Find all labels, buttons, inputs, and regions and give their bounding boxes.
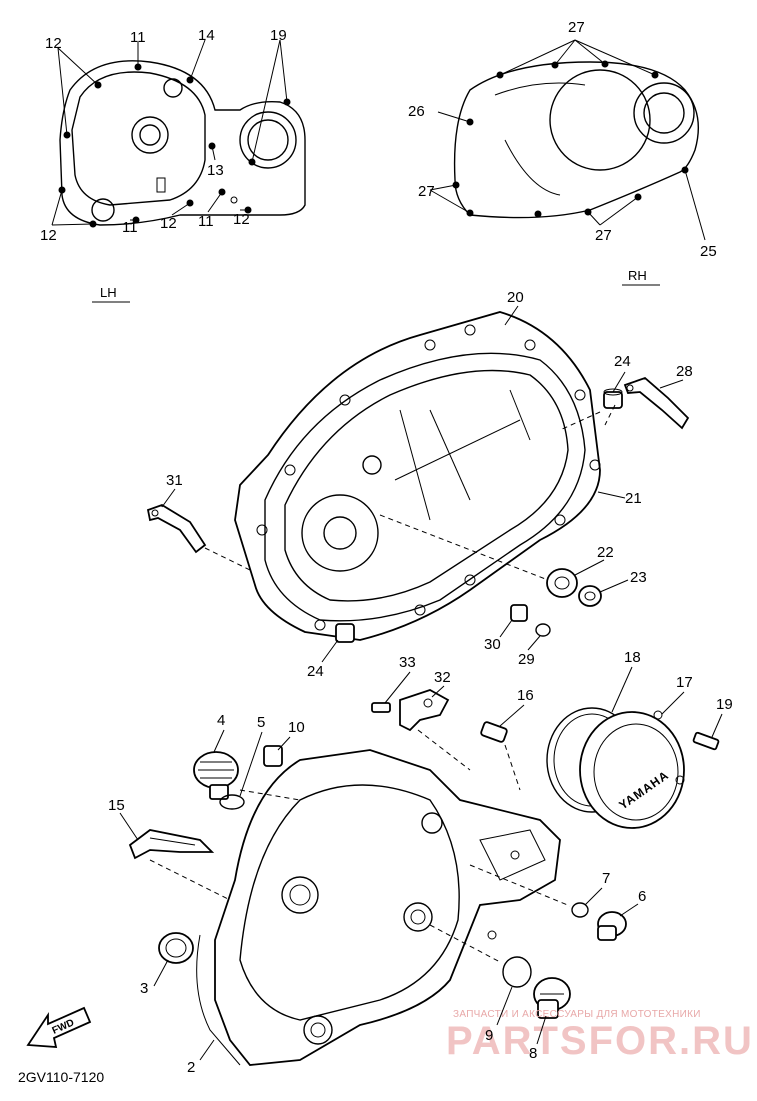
crankcase-cover-lh (196, 749, 561, 1066)
callout-30: 30 (484, 636, 501, 653)
callout-14: 14 (198, 27, 215, 44)
clamp-32 (399, 689, 450, 732)
o-ring-7 (571, 902, 589, 918)
bracket-plate-31 (146, 504, 207, 554)
o-ring-29 (535, 623, 551, 637)
pin-16 (480, 721, 508, 743)
diagram-code: 2GV110-7120 (18, 1069, 104, 1085)
callout-11: 11 (198, 213, 214, 230)
callout-3: 3 (140, 980, 148, 997)
crankcase-bolt-holes (256, 324, 601, 631)
callout-23: 23 (630, 569, 647, 586)
plug-8 (533, 977, 571, 1019)
callout-10: 10 (288, 719, 305, 736)
watermark-caption: ЗАПЧАСТИ И АКСЕССУАРЫ ДЛЯ МОТОТЕХНИКИ (453, 1009, 701, 1020)
callout-19: 19 (716, 696, 733, 713)
callout-26: 26 (408, 103, 425, 120)
callout-27: 27 (568, 19, 585, 36)
dowel-pin-lower (335, 623, 355, 643)
rh-gasket-detail: RH (429, 39, 706, 286)
callout-27: 27 (595, 227, 612, 244)
callout-16: 16 (517, 687, 534, 704)
callout-28: 28 (676, 363, 693, 380)
lh-gasket-detail: LH (51, 39, 306, 303)
callout-27: 27 (418, 183, 435, 200)
bolt-33 (371, 702, 391, 713)
callout-leaders (119, 305, 723, 1061)
callout-22: 22 (597, 544, 614, 561)
circlip-23 (578, 585, 602, 607)
watermark-site: PARTSFOR.RU (446, 1019, 754, 1063)
callout-32: 32 (434, 669, 451, 686)
callout-9: 9 (485, 1027, 493, 1044)
callout-4: 4 (217, 712, 225, 729)
callout-11: 11 (130, 29, 146, 46)
callout-12: 12 (40, 227, 57, 244)
callout-24: 24 (614, 353, 631, 370)
callout-18: 18 (624, 649, 641, 666)
callout-2: 2 (187, 1059, 195, 1076)
drain-plug-3 (158, 932, 194, 964)
callout-29: 29 (518, 651, 535, 668)
plug-6 (597, 911, 627, 941)
callout-5: 5 (257, 714, 265, 731)
lh-view-label: LH (100, 285, 117, 300)
o-ring-9 (502, 956, 532, 988)
callout-21: 21 (625, 490, 642, 507)
forward-arrow: FWD (26, 1006, 92, 1048)
callout-6: 6 (638, 888, 646, 905)
bracket-plate-28 (623, 376, 690, 430)
rh-gasket-dots (452, 60, 689, 218)
crankcase-half (234, 311, 601, 641)
callout-7: 7 (602, 870, 610, 887)
callout-12: 12 (160, 215, 177, 232)
callout-numbers: 12 11 14 19 13 12 11 12 11 12 27 26 27 2… (40, 19, 733, 1076)
oil-filler-plug-4 (193, 751, 239, 800)
callout-24: 24 (307, 663, 324, 680)
timing-cover-17: YAMAHA (579, 710, 685, 829)
rh-view-label: RH (628, 268, 647, 283)
callout-25: 25 (700, 243, 717, 260)
callout-31: 31 (166, 472, 183, 489)
callout-15: 15 (108, 797, 125, 814)
callout-11: 11 (122, 219, 138, 236)
screw-19 (692, 731, 720, 751)
bracket-plate-15 (128, 829, 215, 860)
oil-seal-22 (546, 568, 578, 598)
callout-8: 8 (529, 1045, 537, 1062)
dowel-pin-30 (510, 604, 528, 622)
callout-17: 17 (676, 674, 693, 691)
callout-12: 12 (233, 211, 250, 228)
callout-12: 12 (45, 35, 62, 52)
callout-13: 13 (207, 162, 224, 179)
callout-19: 19 (270, 27, 287, 44)
dowel-pin-10 (263, 745, 283, 767)
callout-33: 33 (399, 654, 416, 671)
o-ring-5 (219, 794, 245, 810)
callout-20: 20 (507, 289, 524, 306)
